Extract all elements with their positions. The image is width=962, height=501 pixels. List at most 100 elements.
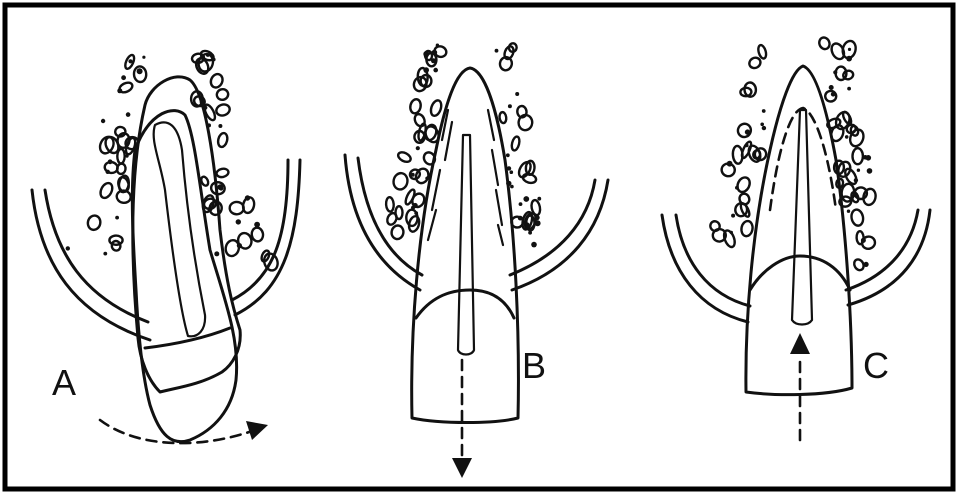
bone-pore [230,202,244,215]
bone-pore [720,162,736,177]
bone-dot [735,186,739,190]
bone-dot [142,56,145,59]
bone-dot [128,59,132,63]
bone-dot [831,92,836,97]
bone-pore [391,225,405,240]
bone-pore [86,214,101,231]
bone-dot [866,155,872,161]
bone-dot [745,129,750,134]
gingiva-outer-a [32,160,300,340]
bone-dot [731,214,735,218]
bone-dot [535,215,540,220]
bone-dot [237,243,242,248]
bone-pore [98,181,114,200]
bone-dot [217,184,223,190]
bone-dot [126,112,131,117]
bone-dot [867,168,873,174]
bone-pore [116,189,132,203]
bone-dot [137,68,143,74]
bone-pore [747,56,762,70]
bone-pore [862,188,877,206]
bone-pore [429,99,443,117]
bone-pore [818,36,832,51]
bone-dot [829,85,834,90]
bone-pore [499,112,507,124]
bone-dot [537,197,541,201]
bone-dot [121,75,126,80]
bone-dot [506,153,510,157]
bone-dot [762,126,766,130]
arrow-head-c [790,333,810,354]
gingiva-outer-b [345,155,608,290]
bone-dot [423,51,429,57]
crown-line-c [750,256,850,290]
bone-dot [66,246,70,250]
bone-dot [218,124,222,128]
pdl-compressed-c [770,108,836,210]
panel-c: C [662,36,930,440]
bone-pore [850,209,864,227]
bone-pore [215,88,229,101]
bone-dot [515,92,519,96]
bone-pore [117,149,125,164]
bone-dot [847,210,850,213]
bone-dot [846,56,852,62]
bone-pores-a [66,49,280,272]
bone-dot [531,242,537,248]
bone-pore [843,167,859,186]
bone-dot [125,154,128,157]
bone-pore [757,44,768,59]
arrow-head-a [246,421,268,440]
bone-dot [436,44,439,47]
bone-dot [103,252,107,256]
bone-pore [852,258,865,272]
label-c: C [863,345,889,386]
bone-pore [396,206,403,219]
gingiva-inner-b [358,158,595,275]
bone-pore [709,220,722,233]
bone-dot [101,119,105,123]
bone-pore [209,72,225,89]
bone-pore [735,175,752,194]
bone-dot [208,207,213,212]
crown-line-b [416,290,514,318]
tooth-tipped-a [132,111,236,442]
panel-a: A [32,49,300,443]
bone-dot [236,219,241,224]
bone-dot [212,58,216,62]
bone-dot [745,144,749,148]
bone-dot [495,49,499,53]
arrow-head-b [452,458,472,478]
bone-dot [523,196,529,202]
label-b: B [522,345,546,386]
bone-dot [414,211,418,215]
bone-dot [433,68,438,73]
bone-pore [251,227,264,242]
bone-dot [214,251,219,256]
bone-pore [722,229,737,249]
pulp-canal-c [792,110,812,325]
bone-pore [853,148,863,164]
bone-pore [740,220,753,237]
bone-pore [841,111,852,125]
bone-pore [217,132,229,148]
bone-pore [392,172,409,191]
bone-dot [845,135,849,139]
bone-dot [411,173,415,177]
bone-dot [848,48,851,51]
bone-dot [760,123,764,127]
bone-pore [224,239,240,258]
bone-pore [216,168,229,179]
bone-pore [397,150,413,163]
bone-pore [825,90,837,102]
bone-pore [215,103,231,117]
bone-dot [854,178,858,182]
pulp-canal-a [154,122,205,336]
bone-pore [118,81,134,95]
label-a: A [52,362,76,403]
bone-dot [847,87,851,91]
bone-pore [732,146,743,164]
bone-pore [522,173,537,185]
bone-dot [857,169,860,172]
